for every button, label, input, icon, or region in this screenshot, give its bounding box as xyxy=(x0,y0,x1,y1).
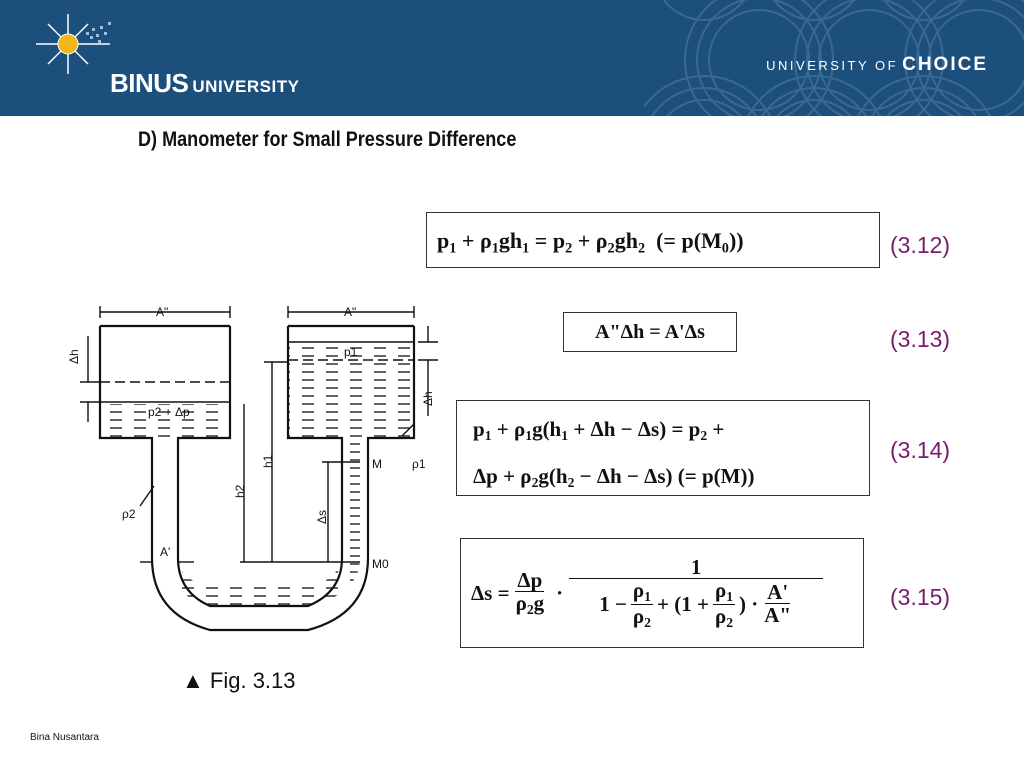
label-area-left: A" xyxy=(156,305,168,319)
label-p1: p1 xyxy=(344,345,358,359)
label-delta-h-left: Δh xyxy=(67,349,81,364)
label-rho2: ρ2 xyxy=(122,507,136,521)
label-p2-dp: p2 + Δp xyxy=(148,405,190,419)
label-h2: h2 xyxy=(233,484,247,498)
header-arc-pattern xyxy=(644,0,1024,116)
footer-text: Bina Nusantara xyxy=(30,732,99,743)
label-M: M xyxy=(372,457,382,471)
figure-caption: ▲ Fig. 3.13 xyxy=(182,668,296,693)
equation-3-14-box: p1 + ρ1g(h1 + Δh − Δs) = p2 + Δp + ρ2g(h… xyxy=(456,400,870,496)
label-h1: h1 xyxy=(261,454,275,468)
manometer-diagram: A" A" Δh Δh p1 p2 + Δp h1 h2 Δs M M0 ρ1 … xyxy=(67,305,438,632)
equation-number-3-13: (3.13) xyxy=(890,326,951,352)
logo-emblem-icon xyxy=(36,14,111,74)
label-area-right: A" xyxy=(344,305,356,319)
equation-3-13-box: A"Δh = A'Δs xyxy=(563,312,737,352)
label-rho1: ρ1 xyxy=(412,457,426,471)
label-area-tube: A' xyxy=(160,545,170,559)
equation-number-3-14: (3.14) xyxy=(890,437,951,463)
label-M0: M0 xyxy=(372,557,389,571)
triangle-marker-icon: ▲ xyxy=(182,668,204,693)
slide-heading: D) Manometer for Small Pressure Differen… xyxy=(138,128,517,151)
equation-number-3-12: (3.12) xyxy=(890,232,951,258)
equation-3-12-box: p1 + ρ1gh1 = p2 + ρ2gh2 (= p(M0)) xyxy=(426,212,880,268)
label-delta-s: Δs xyxy=(315,510,329,524)
label-delta-h-right: Δh xyxy=(421,391,435,406)
equation-number-3-15: (3.15) xyxy=(890,584,951,610)
